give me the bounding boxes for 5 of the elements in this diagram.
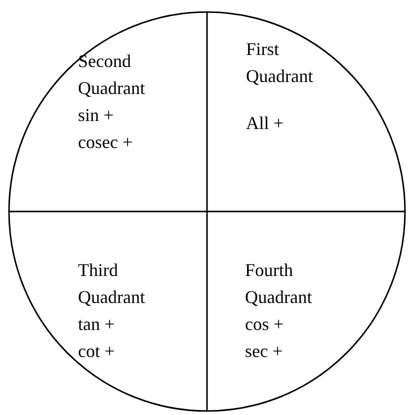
sign-rule-text: cos + sec + bbox=[245, 313, 285, 363]
sign-rule-text: tan + cot + bbox=[78, 313, 116, 363]
sign-rule-text: sin + cosec + bbox=[78, 104, 134, 154]
quadrant-heading: First Quadrant bbox=[246, 38, 314, 88]
sign-rule-text: All + bbox=[246, 112, 285, 135]
